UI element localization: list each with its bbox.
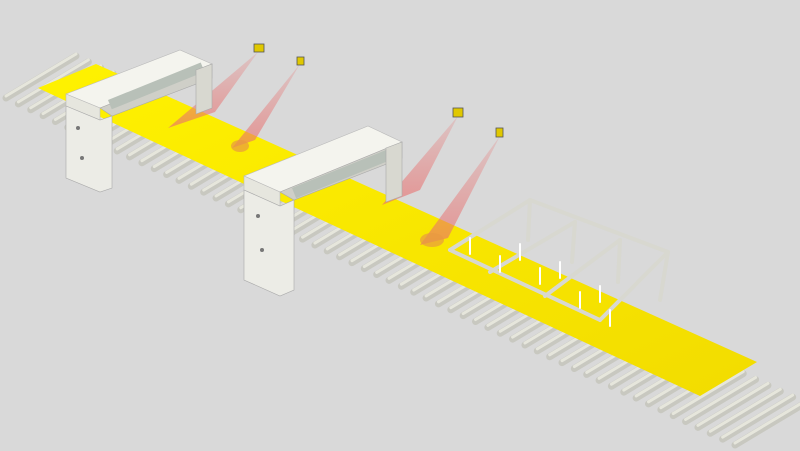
frame-bar xyxy=(448,198,532,252)
roller xyxy=(719,393,797,443)
work-roll xyxy=(292,147,397,199)
frame-bar xyxy=(543,238,622,298)
bolt xyxy=(80,156,84,160)
sensor-icon xyxy=(495,127,504,138)
roller-highlight xyxy=(16,58,90,104)
beam-spot xyxy=(231,140,249,152)
roller xyxy=(2,52,80,102)
roller-highlight xyxy=(684,375,758,421)
roller-highlight xyxy=(708,387,782,433)
roller xyxy=(731,401,800,449)
sensor-icon xyxy=(253,43,265,53)
mill-stand-2 xyxy=(243,125,403,297)
laser-beam xyxy=(232,64,300,148)
frame-bar xyxy=(448,248,602,322)
stand-pillar xyxy=(65,105,113,193)
roller-highlight xyxy=(671,370,745,416)
laser-beam xyxy=(420,136,500,245)
roller-highlight xyxy=(4,52,78,98)
bolt xyxy=(260,248,264,252)
stand-pillar xyxy=(243,189,295,297)
sensor-icon xyxy=(296,56,305,66)
roller xyxy=(706,387,784,437)
roller-highlight xyxy=(721,393,795,439)
roller-highlight xyxy=(733,402,800,445)
bolt xyxy=(76,126,80,130)
sensors xyxy=(253,43,504,138)
measurement-frame xyxy=(448,198,670,327)
frame-bar xyxy=(598,250,670,322)
stand-back-pillar xyxy=(385,141,403,203)
sensor-icon xyxy=(452,107,464,118)
frame-bar xyxy=(528,198,670,254)
frame-bar xyxy=(658,250,670,302)
roller xyxy=(669,370,747,420)
steel-strip xyxy=(38,64,757,396)
frame-bar xyxy=(616,238,622,284)
roller xyxy=(694,381,772,431)
mill-stand-1 xyxy=(65,49,213,193)
frame-bar xyxy=(488,220,577,274)
frame-bar xyxy=(570,220,577,264)
roller-highlight xyxy=(696,381,770,427)
work-roll xyxy=(108,62,205,110)
stand-back-pillar xyxy=(195,63,213,115)
bolt xyxy=(256,214,260,218)
frame-bar xyxy=(526,198,532,242)
roller xyxy=(682,375,760,425)
laser-beam xyxy=(168,52,258,128)
beam-spot xyxy=(420,233,444,247)
